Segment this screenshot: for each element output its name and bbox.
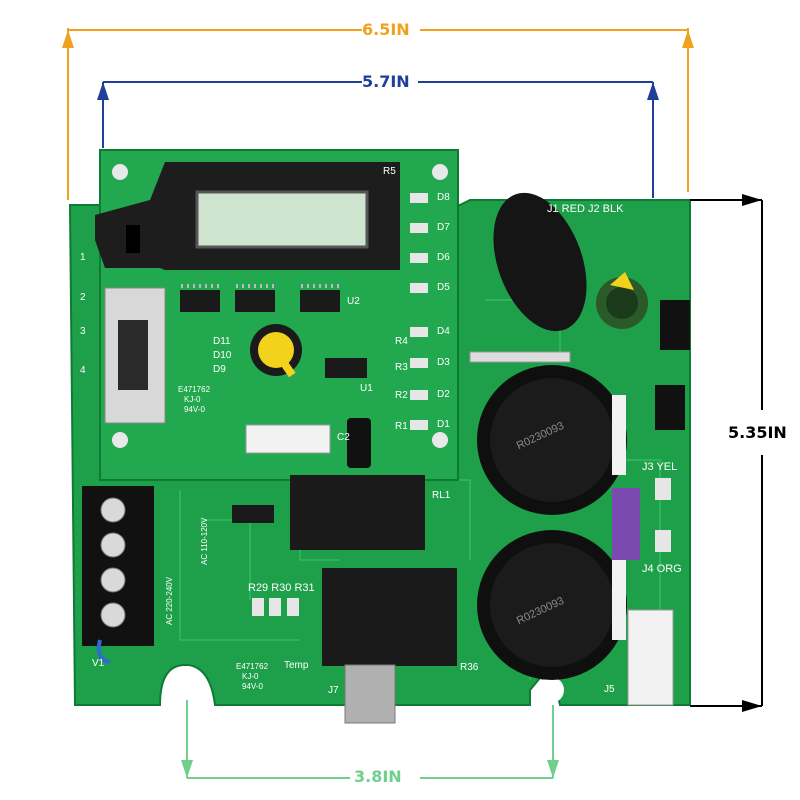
silk-temp: Temp bbox=[284, 660, 309, 671]
board-width-arrow bbox=[97, 81, 659, 198]
silk-r29-r31: R29 R30 R31 bbox=[248, 582, 315, 594]
overall-width-label: 6.5IN bbox=[362, 20, 410, 39]
overall-width-arrow bbox=[62, 28, 694, 200]
silk-v1: V1 bbox=[92, 658, 105, 669]
silk-pin-3: 3 bbox=[80, 326, 86, 337]
relay-top bbox=[290, 475, 425, 550]
silk-j7: J7 bbox=[328, 685, 339, 696]
silk-u1: U1 bbox=[360, 383, 373, 394]
header-connector bbox=[245, 424, 331, 454]
height-arrow bbox=[690, 194, 763, 712]
cap-bottom bbox=[477, 530, 627, 680]
silk-d8: D8 bbox=[437, 192, 450, 203]
silk-ac-low: AC 110-120V bbox=[200, 517, 209, 565]
silk-j4: J4 ORG bbox=[642, 563, 682, 575]
silk-d11: D11 bbox=[213, 336, 231, 347]
silk-r5: R5 bbox=[383, 166, 396, 177]
silk-pin-4: 4 bbox=[80, 365, 86, 376]
relay-bottom bbox=[322, 568, 457, 666]
silk-d5: D5 bbox=[437, 282, 450, 293]
silk-r36: R36 bbox=[460, 662, 479, 673]
silk-d10: D10 bbox=[213, 350, 232, 361]
silk-r3: R3 bbox=[395, 362, 408, 373]
silk-r2: R2 bbox=[395, 390, 408, 401]
j5-connector bbox=[627, 609, 674, 706]
height-label: 5.35IN bbox=[728, 423, 787, 442]
silk-cert-bottom-3: 94V-0 bbox=[242, 682, 263, 691]
silk-cert-bottom-2: KJ-0 bbox=[242, 672, 259, 681]
silk-u2: U2 bbox=[347, 296, 360, 307]
silk-d3: D3 bbox=[437, 357, 450, 368]
silk-d9: D9 bbox=[213, 364, 226, 375]
silk-d2: D2 bbox=[437, 389, 450, 400]
silk-j3: J3 YEL bbox=[642, 461, 678, 473]
silk-pin-1: 1 bbox=[80, 252, 86, 263]
silk-ac-high: AC 220-240V bbox=[165, 576, 174, 625]
silk-d4: D4 bbox=[437, 326, 450, 337]
silk-cert-top-2: KJ-0 bbox=[184, 395, 201, 404]
silk-cert-top-1: E471762 bbox=[178, 385, 211, 394]
silk-rl1: RL1 bbox=[432, 490, 451, 501]
j7-connector bbox=[344, 664, 396, 724]
fuse bbox=[612, 488, 640, 560]
silk-d7: D7 bbox=[437, 222, 450, 233]
silk-d1: D1 bbox=[437, 419, 450, 430]
mount-spacing-arrow bbox=[181, 700, 559, 779]
silk-r4: R4 bbox=[395, 336, 408, 347]
silk-r1: R1 bbox=[395, 421, 408, 432]
ferrite-choke bbox=[493, 192, 587, 332]
cap-top bbox=[477, 365, 627, 515]
lcd-screen bbox=[195, 190, 369, 249]
board-width-label: 5.7IN bbox=[362, 72, 410, 91]
silk-d6: D6 bbox=[437, 252, 450, 263]
mount-spacing-label: 3.8IN bbox=[354, 767, 402, 786]
silk-c2: C2 bbox=[337, 432, 350, 443]
silk-cert-top-3: 94V-0 bbox=[184, 405, 205, 414]
mount-hole-right bbox=[538, 677, 564, 703]
silk-pin-2: 2 bbox=[80, 292, 86, 303]
mount-hole-left bbox=[171, 666, 203, 698]
silk-cert-bottom-1: E471762 bbox=[236, 662, 269, 671]
silk-j1-j2: J1 RED J2 BLK bbox=[547, 203, 624, 215]
silk-j5: J5 bbox=[604, 684, 615, 695]
